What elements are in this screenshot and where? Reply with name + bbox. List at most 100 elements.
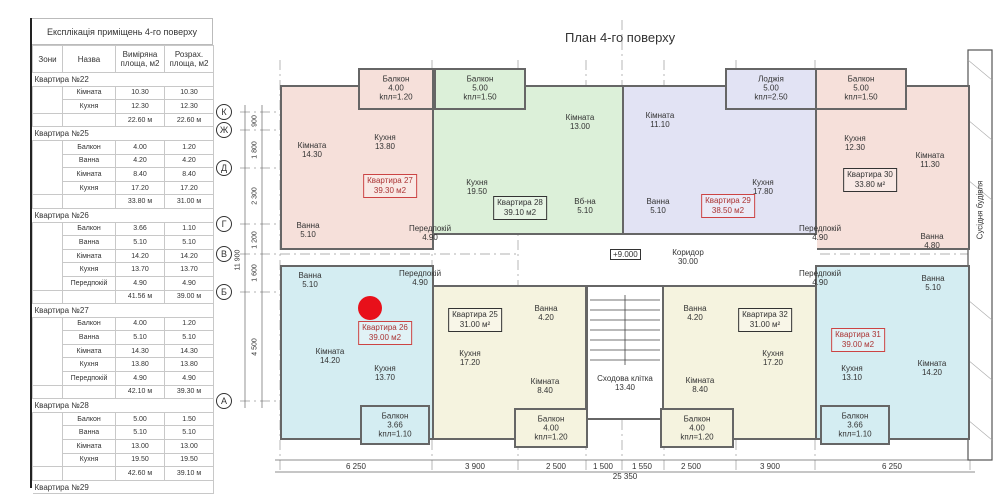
dim-label: 3 900 <box>759 462 781 471</box>
apartment-29-loggia <box>725 68 817 110</box>
apartment-31-balcony <box>820 405 890 445</box>
dim-label: 2 300 <box>251 187 259 205</box>
table-cell: 17.20 <box>164 180 214 196</box>
dim-label: 6 250 <box>881 462 903 471</box>
neighbor-building-label: Сусідня будівля <box>975 180 985 240</box>
apartment-name: Квартира №29 <box>32 479 214 494</box>
apartment-28-balcony <box>434 68 526 110</box>
dim-label: 2 500 <box>680 462 702 471</box>
dim-total-label: 11 900 <box>234 249 242 271</box>
axis-k: К <box>216 104 232 120</box>
level-mark: +9.000 <box>610 249 641 260</box>
apartment-32-balcony <box>660 408 734 448</box>
location-marker <box>358 296 382 320</box>
axis-a: А <box>216 393 232 409</box>
axis-g: Г <box>216 216 232 232</box>
plan-title: План 4-го поверху <box>565 30 676 45</box>
apartment-27-balcony <box>358 68 434 110</box>
dim-total-label: 25 350 <box>612 472 638 481</box>
dim-label: 1 200 <box>251 231 259 249</box>
dim-label: 1 550 <box>631 462 653 471</box>
apartment-26-balcony <box>360 405 430 445</box>
dim-label: 1 500 <box>592 462 614 471</box>
apartment-30-area <box>815 85 970 250</box>
table-title: Експлікація приміщень 4-го поверху <box>32 18 213 45</box>
dim-label: 4 500 <box>251 338 259 356</box>
corridor <box>520 235 817 285</box>
dim-label: 3 900 <box>464 462 486 471</box>
stairs-icon <box>590 295 660 365</box>
column-header: Виміряна площа, м2 <box>115 45 165 73</box>
apartment-29-area <box>622 85 817 235</box>
table-cell: 1.20 <box>164 139 214 155</box>
dim-label: 6 250 <box>345 462 367 471</box>
axis-zh: Ж <box>216 122 232 138</box>
apartment-27-area <box>280 85 434 250</box>
dim-label: 900 <box>251 115 259 127</box>
axis-d: Д <box>216 160 232 176</box>
column-header: Назва <box>62 45 116 73</box>
group-row: Квартира №29 <box>32 479 214 494</box>
axis-v: В <box>216 246 232 262</box>
dim-label: 2 500 <box>545 462 567 471</box>
apartment-25-balcony <box>514 408 588 448</box>
